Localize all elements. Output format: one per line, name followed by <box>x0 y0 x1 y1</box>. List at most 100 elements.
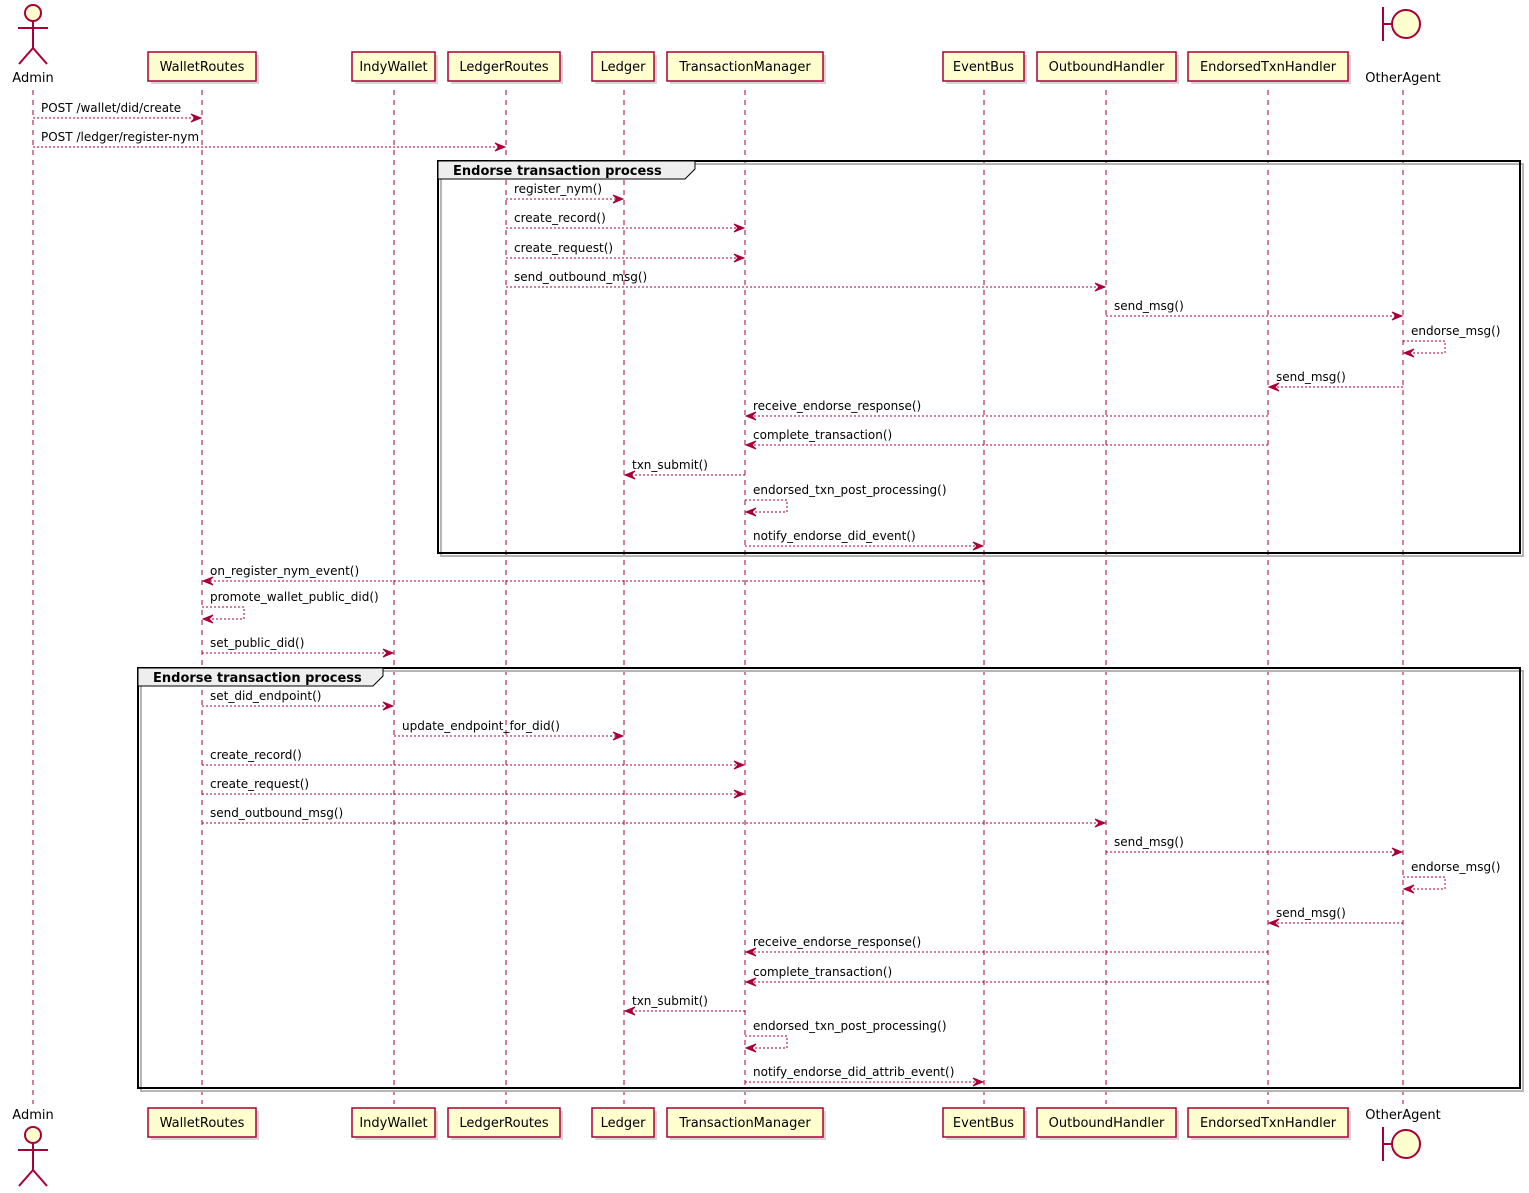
message-label: send_outbound_msg() <box>210 806 343 820</box>
message-label: create_request() <box>210 777 309 791</box>
message-arrow <box>202 606 245 620</box>
group-frame: Endorse transaction process <box>137 667 1524 1092</box>
participant-outboundhandler: OutboundHandler <box>1036 1107 1179 1140</box>
message-complete-transaction: complete_transaction() <box>744 428 1268 450</box>
message-label: set_public_did() <box>210 636 304 650</box>
participant-label: EventBus <box>953 60 1014 75</box>
message-label: send_outbound_msg() <box>514 270 647 284</box>
participant-ledgerroutes: LedgerRoutes <box>447 1107 563 1140</box>
group-title: Endorse transaction process <box>153 671 362 686</box>
message-label: POST /wallet/did/create <box>41 101 181 115</box>
arrowhead <box>1402 348 1415 358</box>
arrowhead <box>744 947 757 957</box>
participant-box <box>591 51 655 82</box>
arrowhead <box>972 541 985 551</box>
message-send-msg: send_msg() <box>1106 835 1404 857</box>
arrowhead <box>1267 918 1280 928</box>
participant-label: WalletRoutes <box>160 60 245 75</box>
message-set-did-endpoint: set_did_endpoint() <box>202 689 395 711</box>
participant-label: EndorsedTxnHandler <box>1200 1116 1337 1131</box>
actor-icon <box>18 4 48 65</box>
participant-box <box>447 51 561 82</box>
message-label: POST /ledger/register-nym <box>41 130 199 144</box>
arrowhead <box>382 648 395 658</box>
message-txn-submit: txn_submit() <box>623 458 745 480</box>
participant-box <box>942 51 1025 82</box>
message-label: notify_endorse_did_event() <box>753 529 916 543</box>
message-promote-wallet-public-did: promote_wallet_public_did() <box>201 590 379 624</box>
arrowhead <box>612 731 625 741</box>
participant-indywallet: IndyWallet <box>351 1107 438 1140</box>
message-label: endorsed_txn_post_processing() <box>753 1019 947 1033</box>
participant-label: IndyWallet <box>359 60 427 75</box>
message-label: send_msg() <box>1276 370 1346 384</box>
arrowhead <box>733 760 746 770</box>
message-endorsed-txn-post-processing: endorsed_txn_post_processing() <box>744 483 947 517</box>
message-label: receive_endorse_response() <box>753 935 921 949</box>
message-update-endpoint-for-did: update_endpoint_for_did() <box>394 719 625 741</box>
participant-label: IndyWallet <box>359 1116 427 1131</box>
message-send-outbound-msg: send_outbound_msg() <box>202 806 1107 828</box>
participant-outboundhandler: OutboundHandler <box>1036 51 1179 84</box>
arrowhead <box>744 440 757 450</box>
arrowhead <box>201 576 214 586</box>
message-label: update_endpoint_for_did() <box>402 719 560 733</box>
participant-ledgerroutes: LedgerRoutes <box>447 51 563 84</box>
message-notify-endorse-did-event: notify_endorse_did_event() <box>745 529 985 551</box>
participant-transactionmanager: TransactionManager <box>666 51 826 84</box>
message-label: create_request() <box>514 241 613 255</box>
message-create-request: create_request() <box>506 241 746 263</box>
arrowhead <box>733 223 746 233</box>
participant-box <box>591 1107 655 1138</box>
message-label: send_msg() <box>1114 835 1184 849</box>
arrowhead <box>1094 818 1107 828</box>
message-label: txn_submit() <box>632 994 708 1008</box>
participant-label: TransactionManager <box>678 60 811 75</box>
message-receive-endorse-response: receive_endorse_response() <box>744 935 1268 957</box>
arrowhead <box>201 614 214 624</box>
participant-label: OtherAgent <box>1365 1108 1440 1123</box>
message-post-ledger-register-nym: POST /ledger/register-nym <box>33 130 507 152</box>
actor-icon <box>18 1126 48 1187</box>
participant-label: WalletRoutes <box>160 1116 245 1131</box>
message-label: on_register_nym_event() <box>210 564 359 578</box>
participant-label: EventBus <box>953 1116 1014 1131</box>
message-endorsed-txn-post-processing: endorsed_txn_post_processing() <box>744 1019 947 1053</box>
participant-ledger: Ledger <box>591 51 657 84</box>
message-set-public-did: set_public_did() <box>202 636 395 658</box>
arrowhead <box>972 1077 985 1087</box>
message-send-msg: send_msg() <box>1267 906 1403 928</box>
message-label: send_msg() <box>1114 299 1184 313</box>
boundary-icon <box>1382 7 1421 41</box>
participant-admin: Admin <box>12 1108 54 1187</box>
participant-box <box>351 51 436 82</box>
message-receive-endorse-response: receive_endorse_response() <box>744 399 1268 421</box>
message-label: endorse_msg() <box>1411 324 1500 338</box>
participant-label: EndorsedTxnHandler <box>1200 60 1337 75</box>
message-on-register-nym-event: on_register_nym_event() <box>201 564 984 586</box>
arrowhead <box>744 977 757 987</box>
participant-box <box>447 1107 561 1138</box>
participant-endorsedtxnhandler: EndorsedTxnHandler <box>1187 51 1351 84</box>
participant-endorsedtxnhandler: EndorsedTxnHandler <box>1187 1107 1351 1140</box>
participant-label: Ledger <box>601 60 647 75</box>
message-label: complete_transaction() <box>753 428 892 442</box>
participant-otheragent: OtherAgent <box>1365 1108 1441 1161</box>
arrowhead <box>744 507 757 517</box>
participant-box <box>1187 51 1349 82</box>
message-label: register_nym() <box>514 182 602 196</box>
group-frame: Endorse transaction process <box>437 160 1524 557</box>
participant-admin: Admin <box>12 4 54 86</box>
message-create-record: create_record() <box>202 748 746 770</box>
arrowhead <box>1391 847 1404 857</box>
message-label: receive_endorse_response() <box>753 399 921 413</box>
participant-eventbus: EventBus <box>942 51 1027 84</box>
message-register-nym: register_nym() <box>506 182 625 204</box>
participant-box <box>942 1107 1025 1138</box>
message-create-record: create_record() <box>506 211 746 233</box>
participant-label: LedgerRoutes <box>459 1116 549 1131</box>
arrowhead <box>190 113 203 123</box>
participant-label: OutboundHandler <box>1049 60 1165 75</box>
participant-box <box>1187 1107 1349 1138</box>
